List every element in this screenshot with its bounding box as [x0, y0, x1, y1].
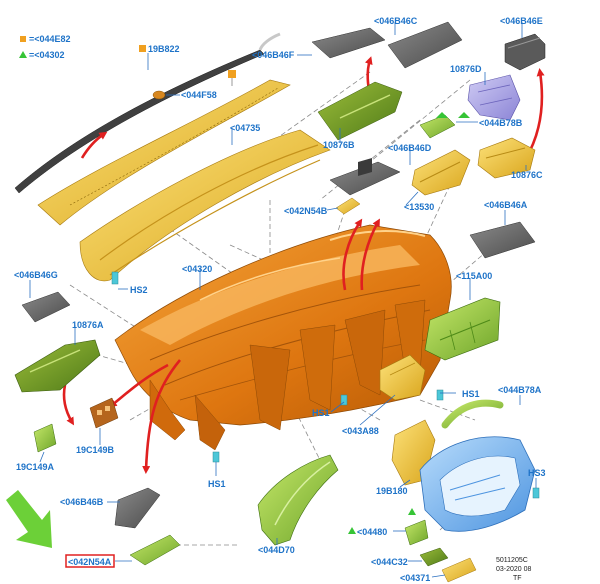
legend-square-icon [20, 36, 26, 42]
cover-046B46C [387, 21, 463, 69]
label-HS3: HS3 [528, 468, 546, 478]
label-046B46C: <046B46C [374, 16, 418, 26]
label-046B46F: <046B46F [252, 50, 295, 60]
label-13530: <13530 [404, 202, 434, 212]
defrost-duct [79, 129, 331, 282]
screw-hs1-icon [340, 394, 348, 406]
clip-044F58 [152, 90, 166, 100]
panel-10876C [477, 137, 536, 179]
label-10876B: 10876B [323, 140, 355, 150]
bolster-044D70 [257, 454, 339, 546]
label-042N54A: <042N54A [68, 557, 112, 567]
install-arrow [360, 218, 380, 291]
install-arrow [142, 359, 181, 474]
cover-046B46G [21, 291, 71, 323]
install-arrow [62, 384, 75, 426]
label-046B46D: <046B46D [388, 143, 432, 153]
legend-triangle-label: =<04302 [29, 50, 65, 60]
windshield-molding-end [258, 32, 281, 51]
part-04371 [441, 557, 477, 583]
bezel-19C149A [33, 423, 57, 453]
leader-lines [29, 22, 537, 578]
bracket-046B46E [504, 33, 546, 71]
cover-046B46A [469, 221, 536, 259]
part-042N54B [335, 197, 361, 215]
windshield-molding-strip [14, 49, 265, 194]
panel-10876B [317, 81, 403, 141]
label-046B46E: <046B46E [500, 16, 543, 26]
label-19C149A: 19C149A [16, 462, 55, 472]
bracket-10876D [467, 74, 521, 121]
label-046B46A: <046B46A [484, 200, 528, 210]
label-115A00: <115A00 [456, 271, 492, 281]
label-04735: <04735 [230, 123, 260, 133]
label-044F58: <044F58 [181, 90, 217, 100]
bezel-19C149B [89, 397, 119, 429]
blue-frame-assembly [419, 436, 536, 532]
legend-triangle-icon [19, 51, 27, 58]
cover-046B46F [311, 27, 386, 59]
legend: =<044E82 =<04302 [19, 34, 71, 60]
label-04480: <04480 [357, 527, 387, 537]
screw-hs1-icon [212, 451, 220, 463]
label-10876A: 10876A [72, 320, 104, 330]
bezel-13530 [411, 149, 471, 196]
bracket-044B78B [419, 114, 456, 139]
label-04371: <04371 [400, 573, 430, 583]
label-042N54B: <042N54B [284, 206, 328, 216]
part-marker-triangle-icon [348, 527, 356, 534]
bracket-043A88 [379, 354, 426, 401]
cover-046B46B [114, 487, 161, 529]
install-arrow [342, 218, 363, 291]
glove-box-115A00 [424, 297, 501, 361]
label-19C149B: 19C149B [76, 445, 115, 455]
footer-code: 5011205C [496, 557, 528, 564]
footer-date: 03-2020 08 [496, 566, 532, 573]
label-044B78B: <044B78B [479, 118, 523, 128]
screw-hs3-icon [532, 487, 540, 499]
label-HS1-right: HS1 [462, 389, 480, 399]
label-10876C: 10876C [511, 170, 543, 180]
trim-042N54A [129, 534, 181, 566]
label-044C32: <044C32 [371, 557, 408, 567]
screw-hs2-icon [111, 271, 119, 285]
label-HS1-bottom: HS1 [208, 479, 226, 489]
legend-square-label: =<044E82 [29, 34, 71, 44]
part-04480 [404, 519, 429, 546]
instrument-panel-body [114, 224, 452, 451]
label-043A88: <043A88 [342, 426, 379, 436]
label-19B822: 19B822 [148, 44, 180, 54]
label-HS1-center: HS1 [312, 408, 330, 418]
label-04320: <04320 [182, 264, 212, 274]
part-marker-square-icon [228, 70, 236, 78]
label-044D70: <044D70 [258, 545, 295, 555]
part-044C32 [419, 547, 449, 567]
drawing-footer: 5011205C 03-2020 08 TF [496, 557, 532, 582]
trim-044B78A [441, 399, 504, 429]
footer-initials: TF [513, 575, 522, 582]
install-arrow [108, 363, 169, 408]
label-046B46G: <046B46G [14, 270, 58, 280]
screw-hs1-icon [436, 389, 444, 401]
label-046B46B: <046B46B [60, 497, 104, 507]
part-labels: 19B822 <044F58 <04735 <046B46F <046B46C … [14, 16, 546, 583]
label-10876D: 10876D [450, 64, 482, 74]
label-19B180: 19B180 [376, 486, 408, 496]
defrost-grille [37, 79, 291, 226]
panel-10876A [14, 339, 101, 393]
direction-arrow-icon [6, 490, 52, 548]
label-HS2: HS2 [130, 285, 148, 295]
install-arrow [80, 131, 108, 159]
highlight-box [65, 554, 115, 568]
label-044B78A: <044B78A [498, 385, 542, 395]
label-square-icon [139, 45, 146, 52]
